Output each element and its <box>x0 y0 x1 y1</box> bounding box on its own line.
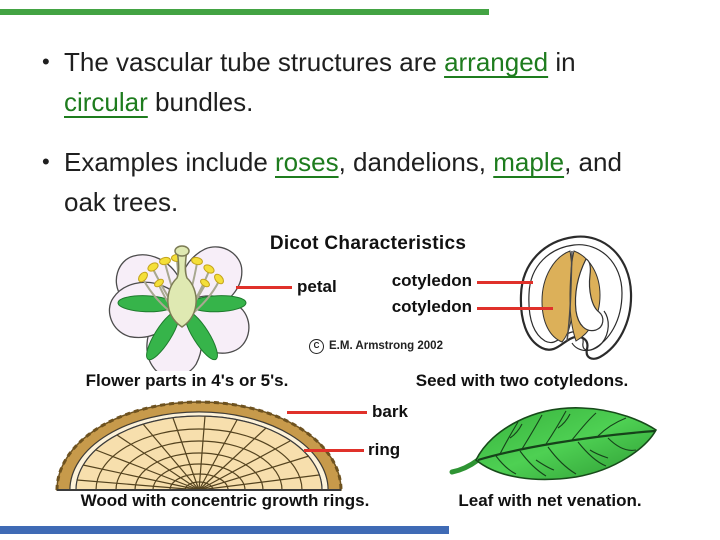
cotyledon-top-pointer-line <box>477 281 533 284</box>
bullet-1-text-1: The vascular tube structures are <box>64 47 445 77</box>
bark-label: bark <box>372 402 408 421</box>
wood-cross-section-illustration <box>55 400 343 491</box>
flower-caption: Flower parts in 4's or 5's. <box>85 371 289 390</box>
ring-pointer-line <box>304 449 364 452</box>
wood-caption: Wood with concentric growth rings. <box>80 491 370 510</box>
ring-label: ring <box>368 440 401 459</box>
hyperlink-roses[interactable]: roses <box>275 147 339 177</box>
bullet-1-text-2: in <box>548 47 576 77</box>
bullet-1-line-1: The vascular tube structures are arrange… <box>64 42 688 82</box>
bullet-glyph: • <box>42 49 50 74</box>
cotyledon-label-top: cotyledon <box>391 271 472 290</box>
leaf-illustration <box>449 407 658 481</box>
petal-label: petal <box>297 277 337 296</box>
cotyledon-bottom-pointer-line <box>477 307 553 310</box>
bullet-item-1: • The vascular tube structures are arran… <box>40 42 688 122</box>
seed-illustration <box>519 235 633 360</box>
bullet-2-text-2: , dandelions, <box>338 147 494 177</box>
hyperlink-circular[interactable]: circular <box>64 87 148 117</box>
petal-pointer-line <box>236 286 292 289</box>
flower-illustration <box>108 245 250 371</box>
bullet-2-line-1: Examples include roses, dandelions, mapl… <box>64 142 688 182</box>
seed-caption: Seed with two cotyledons. <box>415 371 629 390</box>
bullet-item-2: • Examples include roses, dandelions, ma… <box>40 142 688 222</box>
bullet-1-text-3: bundles. <box>147 87 254 117</box>
copyright: C E.M. Armstrong 2002 <box>309 338 443 354</box>
bottom-accent-bar <box>0 526 449 534</box>
bullet-1-line-2: circular bundles. <box>64 82 688 122</box>
hyperlink-arranged[interactable]: arranged <box>444 47 549 77</box>
bullet-2-text-3: , and <box>564 147 622 177</box>
bullet-2-text-4: oak trees. <box>64 187 179 217</box>
hyperlink-maple[interactable]: maple <box>493 147 565 177</box>
diagram-title: Dicot Characteristics <box>269 233 467 254</box>
top-accent-bar <box>0 9 489 15</box>
leaf-caption: Leaf with net venation. <box>458 491 642 510</box>
cotyledon-label-bottom: cotyledon <box>391 297 472 316</box>
copyright-text: E.M. Armstrong 2002 <box>329 340 443 352</box>
copyright-symbol-icon: C <box>309 338 324 354</box>
bullet-2-line-2: oak trees. <box>64 182 688 222</box>
bullet-glyph: • <box>42 149 50 174</box>
bullet-2-text-1: Examples include <box>64 147 275 177</box>
bark-pointer-line <box>287 411 367 414</box>
